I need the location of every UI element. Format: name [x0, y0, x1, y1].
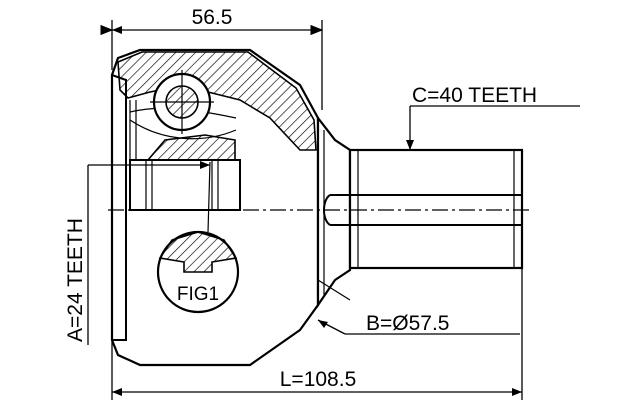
inner-teeth-label: A=24 TEETH [64, 218, 87, 342]
fig1-leader [207, 161, 211, 233]
housing-left-rim [111, 74, 127, 341]
length-label: L=108.5 [280, 368, 357, 391]
width-dimension: 56.5 [100, 6, 324, 110]
diameter-label: B=Ø57.5 [366, 312, 449, 335]
fig1-section [158, 231, 238, 273]
diameter-callout: B=Ø57.5 [317, 312, 520, 335]
joint-housing [110, 48, 320, 367]
housing-top-section [117, 51, 317, 151]
joint-neck [316, 114, 352, 309]
outer-teeth-label: C=40 TEETH [412, 84, 537, 107]
width-label: 56.5 [192, 6, 233, 29]
ball-bearing [150, 70, 214, 134]
inner-teeth-callout: A=24 TEETH [64, 161, 210, 345]
fig1-label: FIG1 [177, 284, 219, 305]
length-dimension: L=108.5 [111, 268, 523, 400]
stub-shaft-body [348, 148, 524, 270]
outer-teeth-callout: C=40 TEETH [406, 84, 580, 150]
stub-shaft [323, 148, 524, 270]
fig1-callout: FIG1 [156, 161, 240, 314]
